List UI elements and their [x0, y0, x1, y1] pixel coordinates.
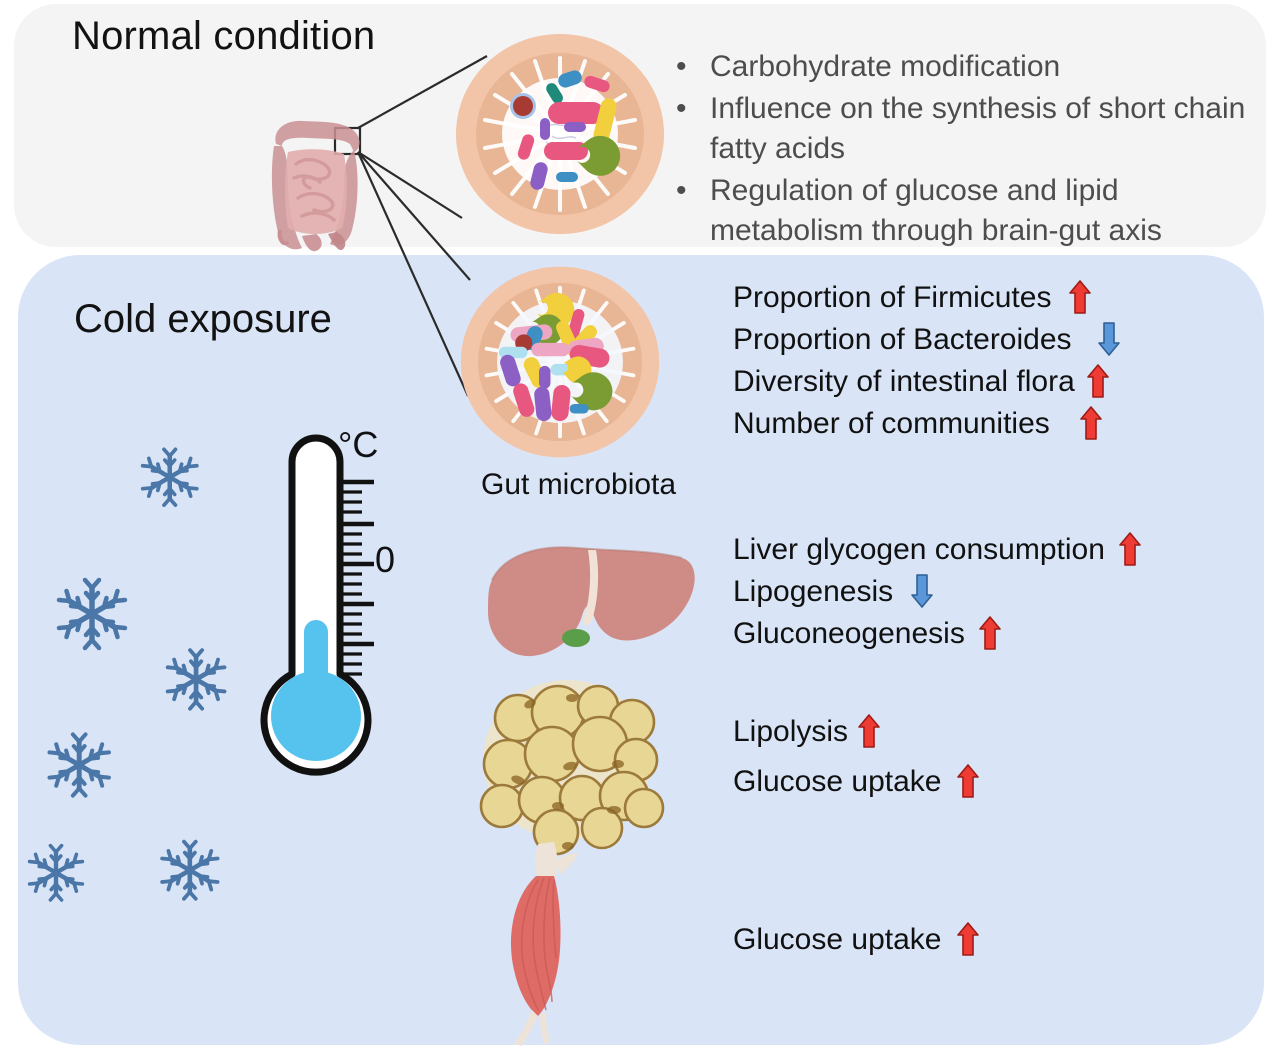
effect-label: Lipolysis [733, 715, 849, 748]
thermometer-illustration [260, 434, 374, 776]
intestine-illustration [271, 120, 360, 252]
effect-label: Glucose uptake [733, 765, 942, 798]
list-item: Lipogenesis [733, 574, 1141, 609]
arrow-up-icon [858, 714, 880, 748]
arrow-up-icon [1069, 280, 1092, 314]
muscle-effects-list: Glucose uptake [733, 922, 980, 957]
effect-label: Diversity of intestinal flora [733, 365, 1075, 398]
arrow-up-icon [957, 764, 980, 798]
arrow-up-icon [1086, 364, 1109, 398]
bullet-text: Regulation of glucose and lipid metaboli… [710, 174, 1162, 247]
bullet-icon: • [676, 50, 687, 83]
adipose-tissue-illustration [479, 680, 665, 856]
normal-condition-bullet-list: • Carbohydrate modification • Influence … [676, 47, 1246, 253]
arrow-down-icon [911, 574, 933, 608]
liver-illustration [488, 546, 695, 657]
cold-exposure-title: Cold exposure [74, 297, 332, 341]
arrow-up-icon [979, 616, 1001, 650]
effect-label: Proportion of Firmicutes [733, 281, 1052, 314]
bullet-icon: • [676, 92, 687, 125]
arrow-up-icon [957, 922, 980, 956]
bullet-text: Influence on the synthesis of short chai… [710, 92, 1246, 165]
thermometer-unit-label: °C [338, 424, 379, 465]
effect-label: Number of communities [733, 407, 1050, 440]
list-item: Proportion of Firmicutes [733, 280, 1120, 315]
liver-effects-list: Liver glycogen consumption Lipogenesis G… [733, 532, 1141, 659]
snowflake-icon [168, 650, 225, 708]
list-item: Lipolysis [733, 714, 979, 749]
arrow-up-icon [1119, 532, 1141, 566]
bacteria-shapes [510, 70, 621, 190]
connector-line-normal-bottom [357, 151, 463, 219]
snowflake-icon [50, 734, 109, 795]
list-item: Gluconeogenesis [733, 616, 1141, 651]
thermometer-zero-label: 0 [375, 539, 396, 580]
effect-label: Proportion of Bacteroides [733, 323, 1072, 356]
list-item: Glucose uptake [733, 764, 980, 799]
effect-label: Liver glycogen consumption [733, 533, 1105, 566]
skeletal-muscle-illustration [510, 842, 578, 1046]
connector-line-cold-bottom [356, 151, 470, 397]
gut-microbiota-circle-cold [460, 266, 660, 458]
snowflake-icon [30, 846, 83, 900]
list-item: Glucose uptake [733, 922, 980, 957]
list-item: Liver glycogen consumption [733, 532, 1141, 567]
list-item: Diversity of intestinal flora [733, 364, 1120, 399]
effect-label: Gluconeogenesis [733, 617, 965, 650]
connector-line-cold-top [357, 151, 471, 281]
gut-microbiota-circle-normal [456, 34, 664, 234]
microbiota-effects-list: Proportion of Firmicutes Proportion of B… [733, 280, 1120, 449]
connector-line-normal-top [357, 55, 488, 129]
snowflake-icon [162, 842, 217, 899]
list-item: Proportion of Bacteroides [733, 322, 1120, 357]
bullet-icon: • [676, 174, 687, 207]
bullet-text: Carbohydrate modification [710, 50, 1061, 83]
arrow-up-icon [1079, 406, 1102, 440]
list-item: • Regulation of glucose and lipid metabo… [676, 171, 1246, 251]
adipose-effects-list: Lipolysis Glucose uptake [733, 714, 980, 815]
list-item: • Influence on the synthesis of short ch… [676, 89, 1246, 169]
list-item: • Carbohydrate modification [676, 47, 1246, 87]
arrow-down-icon [1097, 322, 1120, 356]
list-item: Number of communities [733, 406, 1120, 441]
effect-label: Glucose uptake [733, 923, 942, 956]
snowflake-icon [59, 580, 125, 648]
gut-microbiota-caption: Gut microbiota [481, 468, 677, 501]
snowflake-icon [143, 449, 197, 505]
bacteria-shapes [498, 292, 613, 422]
normal-condition-title: Normal condition [72, 14, 376, 58]
effect-label: Lipogenesis [733, 575, 894, 608]
